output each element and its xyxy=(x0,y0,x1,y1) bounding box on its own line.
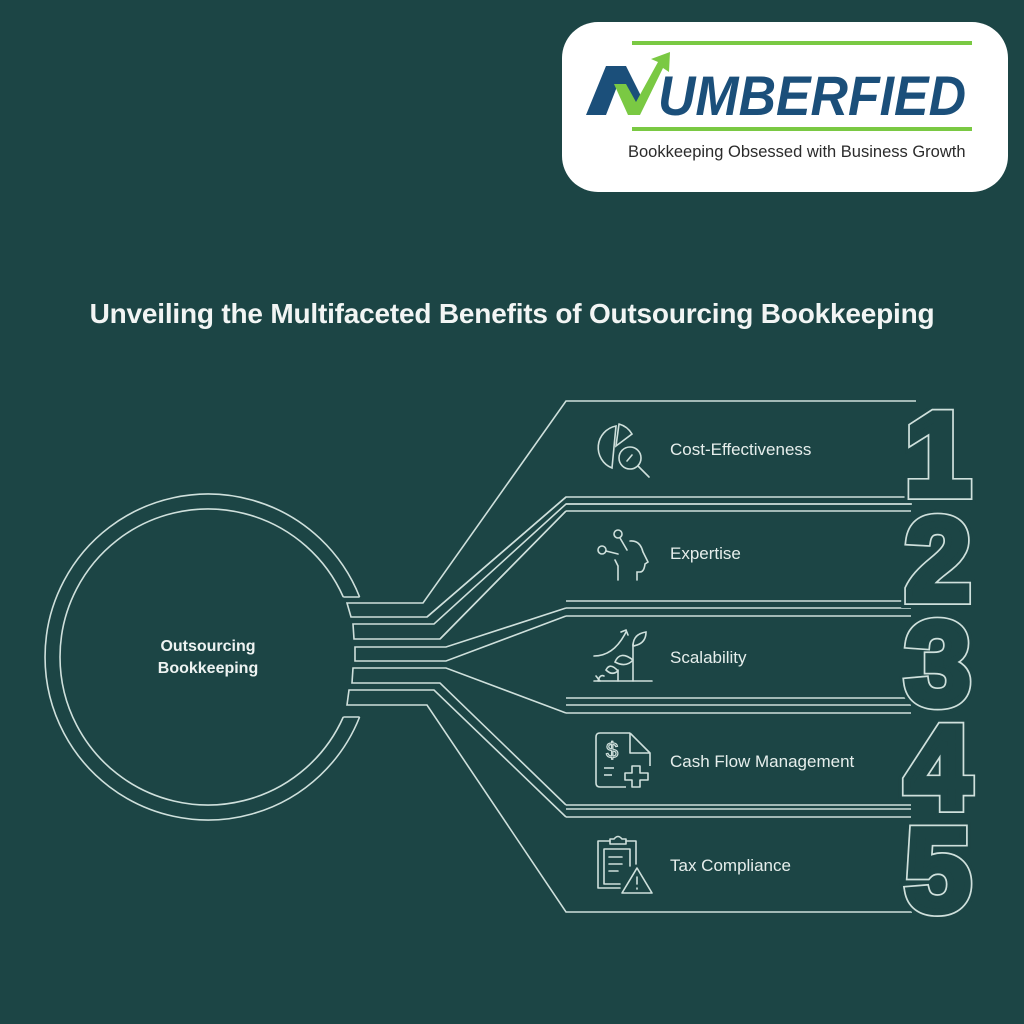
plant-growth-arrow-icon xyxy=(593,628,653,682)
item-label-scalability: Scalability xyxy=(670,648,747,667)
logo-growth-arrow-icon xyxy=(614,52,670,115)
svg-text:4: 4 xyxy=(905,702,971,834)
connector-band-5 xyxy=(346,689,912,913)
svg-text:5: 5 xyxy=(905,805,971,937)
svg-text:3: 3 xyxy=(905,598,971,730)
head-profile-ideas-icon xyxy=(597,529,650,581)
number-1: 1 1 1 xyxy=(897,381,979,529)
connector-band-4 xyxy=(351,667,567,806)
number-3: 3 3 3 xyxy=(897,590,979,738)
hub-label-line1: Outsourcing xyxy=(160,638,256,655)
svg-text:3: 3 xyxy=(905,598,971,730)
number-5: 5 5 5 xyxy=(897,797,979,945)
connector-band-3-top xyxy=(354,607,567,662)
svg-text:5: 5 xyxy=(905,805,971,937)
hub-ring-inner xyxy=(59,508,345,806)
item-label-cost-effectiveness: Cost-Effectiveness xyxy=(670,440,812,459)
item-label-expertise: Expertise xyxy=(670,544,741,563)
logo-tagline: Bookkeeping Obsessed with Business Growt… xyxy=(628,143,966,161)
logo-wordmark: UMBERFIED xyxy=(658,64,966,127)
clipboard-warning-icon xyxy=(597,835,653,894)
logo-n-blue-stroke xyxy=(586,66,642,115)
number-2: 2 2 2 xyxy=(897,486,979,634)
svg-text:1: 1 xyxy=(905,389,971,521)
svg-text:1: 1 xyxy=(905,389,971,521)
svg-text:4: 4 xyxy=(905,702,971,834)
page-title: Unveiling the Multifaceted Benefits of O… xyxy=(89,298,935,329)
item-label-cash-flow-management: Cash Flow Management xyxy=(670,752,855,771)
logo-card: UMBERFIED Bookkeeping Obsessed with Busi… xyxy=(562,22,1008,192)
svg-text:$: $ xyxy=(606,738,618,763)
hub-label: Outsourcing Bookkeeping xyxy=(108,636,308,680)
svg-text:2: 2 xyxy=(905,494,971,626)
logo-top-rule xyxy=(632,41,972,45)
svg-text:5: 5 xyxy=(905,805,971,937)
logo-bottom-rule xyxy=(632,127,972,131)
item-label-tax-compliance: Tax Compliance xyxy=(670,856,791,875)
hub-ring-outer xyxy=(44,493,361,821)
number-4: 4 4 4 xyxy=(897,694,979,842)
svg-text:3: 3 xyxy=(905,598,971,730)
document-dollar-plus-icon: $ xyxy=(595,732,651,788)
svg-text:2: 2 xyxy=(905,494,971,626)
svg-text:4: 4 xyxy=(905,702,971,834)
svg-text:2: 2 xyxy=(905,494,971,626)
svg-text:1: 1 xyxy=(905,389,971,521)
hub-label-line2: Bookkeeping xyxy=(157,660,259,677)
pie-chart-magnifier-icon xyxy=(597,423,650,478)
numberfied-logo: UMBERFIED xyxy=(586,41,972,131)
